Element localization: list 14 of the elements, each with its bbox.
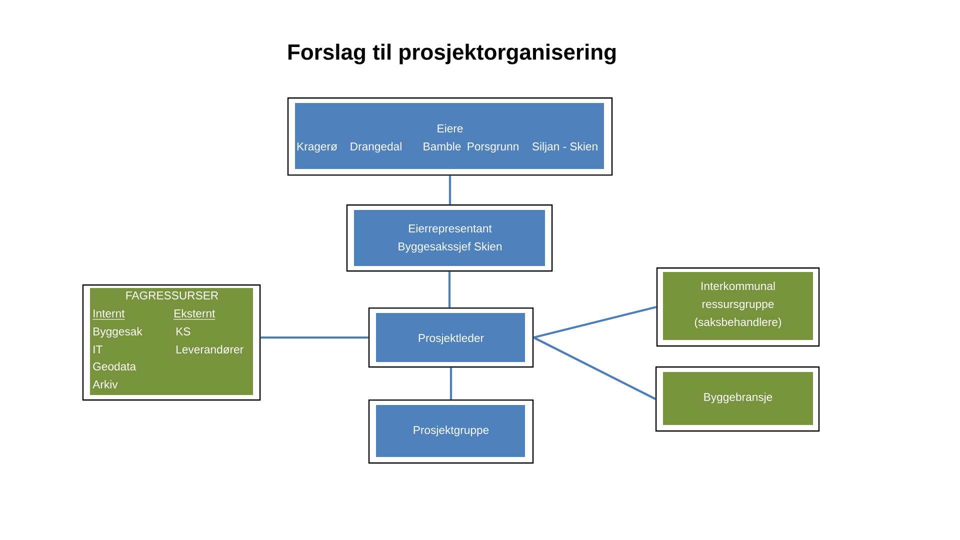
org-box: Eiere Kragerø Drangedal Bamble Porsgrunn Siljan - Skien	[287, 97, 613, 176]
connector-line	[448, 176, 452, 204]
connector-line	[450, 368, 452, 400]
org-box: Eierrepresentant Byggesakssjef Skien	[346, 204, 553, 272]
connector-line	[448, 272, 451, 308]
connector-line	[260, 336, 368, 339]
org-box: Byggebransje	[655, 366, 820, 432]
connector-line	[533, 336, 656, 400]
title: Forslag til prosjektorganisering	[288, 44, 616, 64]
connector-line	[533, 306, 657, 339]
org-box: FAGRESSURSER Internt Eksternt Byggesak KS IT Leverandører Geodata Arkiv	[82, 284, 261, 401]
org-box: Prosjektleder	[368, 307, 534, 368]
org-box: Prosjektgruppe	[368, 399, 534, 464]
org-box: Interkommunal ressursgruppe (saksbehandlere)	[656, 267, 820, 347]
